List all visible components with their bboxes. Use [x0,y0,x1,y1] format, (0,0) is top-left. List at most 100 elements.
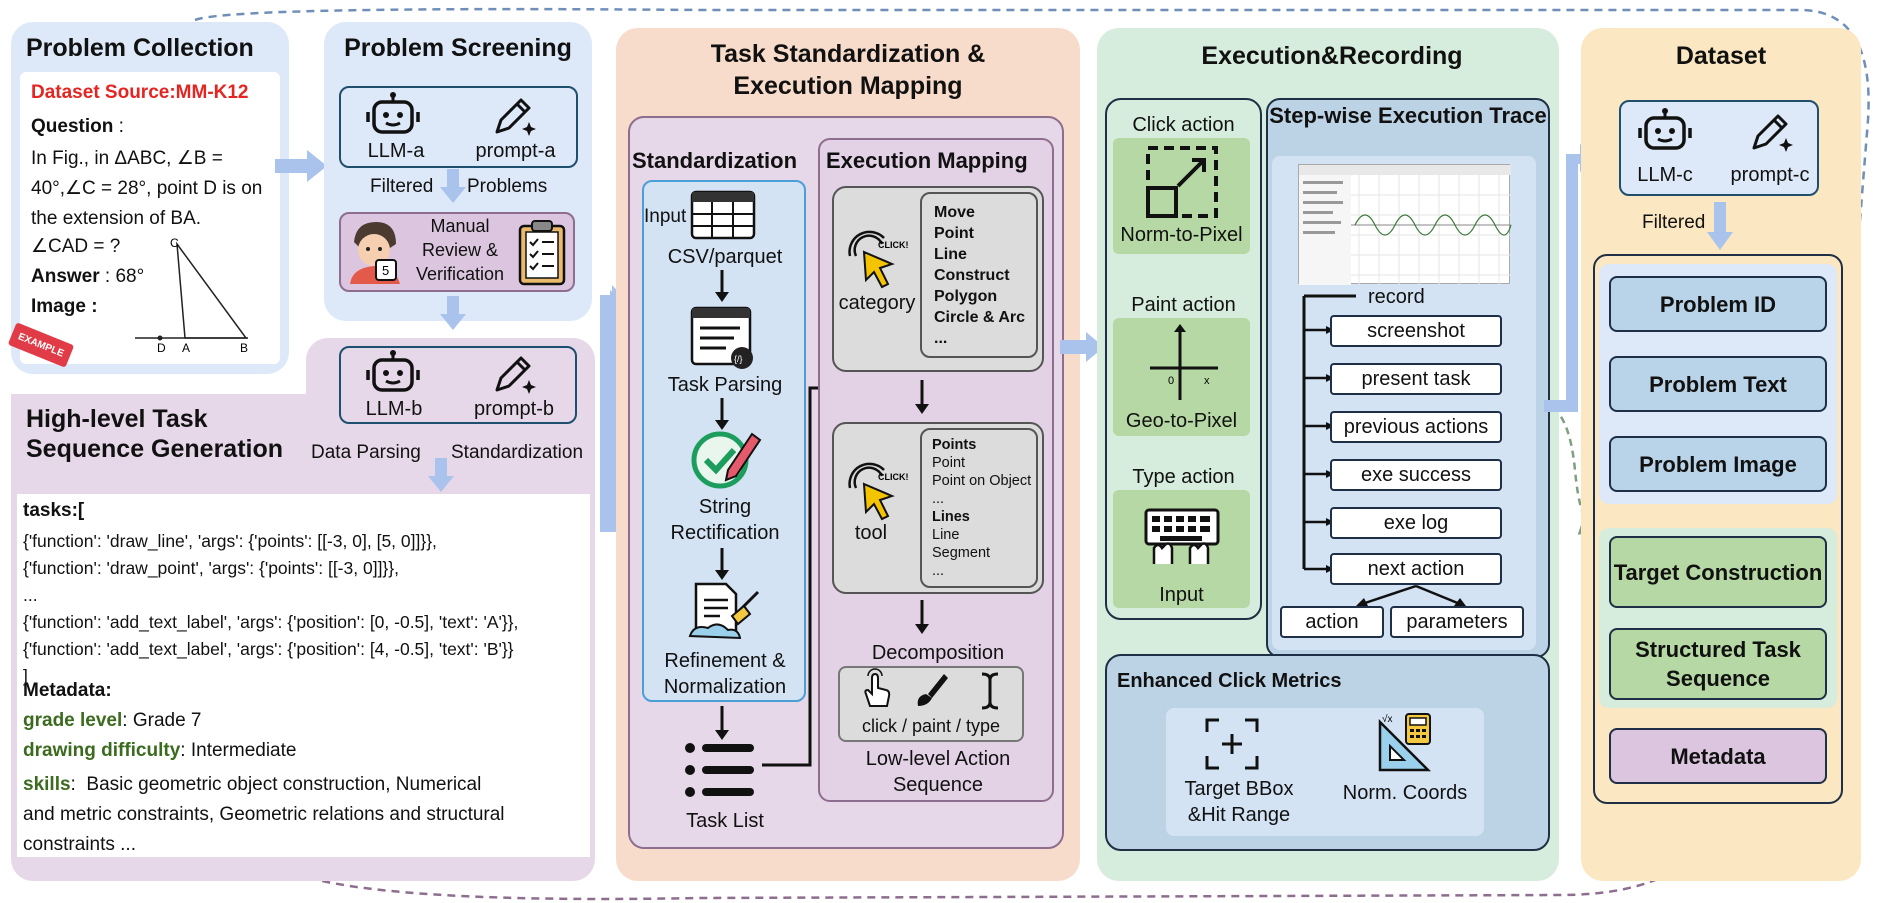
norm-to-pixel-box [1113,138,1250,254]
high-level-title-line1: High-level Task [26,405,208,433]
document-broom-icon [688,580,760,649]
problem-image-item: Problem Image [1609,436,1827,492]
arrow-std-2 [715,398,729,430]
problem-screening-title: Problem Screening [344,34,572,62]
tool-item: Point on Object [932,473,1032,489]
pencil-sparkle-icon-c [1748,110,1794,159]
robot-icon [366,92,420,143]
metadata-label: Metadata: [23,680,112,701]
skills-line-3: constraints ... [23,834,136,855]
geo-to-pixel-label: Geo-to-Pixel [1125,410,1238,432]
dataset-records-box [1593,254,1843,804]
arrow-exec-to-dataset [1544,144,1598,412]
dataset-source: Dataset Source:MM-K12 [31,82,249,103]
click-cursor-icon: CLICK! [846,230,909,295]
task-parsing-icon: {/} [690,306,756,375]
table-icon [690,190,756,245]
metadata-item: Metadata [1609,728,1827,784]
skills-line1-text: Basic geometric object construction, Num… [86,774,482,795]
problem-id-item: Problem ID [1609,276,1827,332]
arrow-high-to-std [592,285,626,532]
action-box: action [1280,606,1384,638]
execution-title: Execution&Recording [1201,42,1463,70]
type-action-label: Type action [1132,466,1235,488]
task-line: {'function': 'draw_point', 'args': {'poi… [23,558,399,578]
task-std-title-line1: Task Standardization & [710,40,986,68]
task-json-card [17,494,590,857]
arrow-std-4 [715,706,729,740]
high-level-panel-tab [306,338,595,434]
input-label-exec: Input [1159,584,1204,606]
high-level-title-line2: Sequence Generation [26,435,284,463]
llm-b-label: LLM-b [365,398,423,420]
structured-seq-item: Structured Task Sequence [1609,628,1827,700]
list-icon [684,740,756,805]
step-trace-title: Step-wise Execution Trace [1269,103,1547,128]
skills-block: skills: Basic geometric object construct… [23,770,588,860]
arrow-std-to-exec [1060,332,1104,362]
llm-b-box [339,346,577,424]
tool-list: Points Point Point on Object ... Lines L… [920,428,1038,588]
category-label: category [838,292,916,314]
image-row: Image : [31,296,98,317]
category-item: Circle & Arc [934,309,1025,326]
tool-item: Points [932,437,977,453]
filtered-text: Filtered [370,176,434,197]
category-item: Point [934,225,974,242]
task-line: ... [23,585,38,605]
record-item: previous actions [1330,411,1502,443]
next-action-branch [1356,584,1466,606]
paint-action-label: Paint action [1131,294,1236,316]
svg-text:0: 0 [1168,375,1174,387]
task-line: {'function': 'add_text_label', 'args': {… [23,639,514,659]
point-b-label: B [240,341,248,355]
category-item: Line [934,246,967,263]
grade-val: Grade 7 [132,710,202,731]
grade-row: grade level: Grade 7 [23,710,202,731]
skills-line-2: and metric constraints, Geometric relati… [23,804,505,825]
llm-a-label: LLM-a [367,140,425,162]
tool-label: tool [854,522,888,544]
difficulty-row: drawing difficulty: Intermediate [23,740,297,761]
skills-line-1: skills: Basic geometric object construct… [23,774,482,795]
click-paint-type-label: click / paint / type [861,716,1001,736]
hand-pointer-icon [860,668,892,713]
answer-label: Answer [31,266,100,287]
norm-to-pixel-label: Norm-to-Pixel [1120,224,1243,246]
dataset-title: Dataset [1675,42,1767,70]
click-badge-2: CLICK! [878,472,909,482]
task-parsing-label: Task Parsing [667,374,783,396]
keyboard-icon [1144,508,1220,571]
standardization-label: Standardization [451,442,584,463]
arrow-high-down [428,458,454,492]
prompt-a-label: prompt-a [475,140,556,162]
grade-key: grade level [23,710,123,731]
tool-item: ... [932,491,945,507]
record-item: screenshot [1330,315,1502,347]
category-item: Polygon [934,288,998,305]
question-row: Question : [31,116,124,137]
robot-icon-c [1638,108,1692,159]
norm-coords-label: Norm. Coords [1342,782,1468,804]
arrow-map-1 [915,380,929,414]
llm-c-label: LLM-c [1637,164,1693,186]
category-item: Construct [934,267,1010,284]
tool-item: Point [932,455,966,471]
crosshair-bbox-icon [1205,718,1259,775]
question-label: Question [31,116,114,137]
arrow-screen-down-1 [440,169,466,203]
score-badge: 5 [382,263,389,278]
tasks-label: tasks:[ [23,500,85,521]
prompt-b-label: prompt-b [473,398,555,420]
refinement-label: Refinement & Normalization [663,650,787,698]
arrow-std-3 [715,548,729,580]
task-line: {'function': 'add_text_label', 'args': {… [23,612,519,632]
tool-item: ... [932,563,945,579]
string-rect-label: String Rectification [670,496,780,544]
record-item: next action [1330,553,1502,585]
tool-item: Line [932,527,960,543]
reviewer-icon: 5 [346,218,404,289]
triangle-figure: C D A B [135,236,248,355]
